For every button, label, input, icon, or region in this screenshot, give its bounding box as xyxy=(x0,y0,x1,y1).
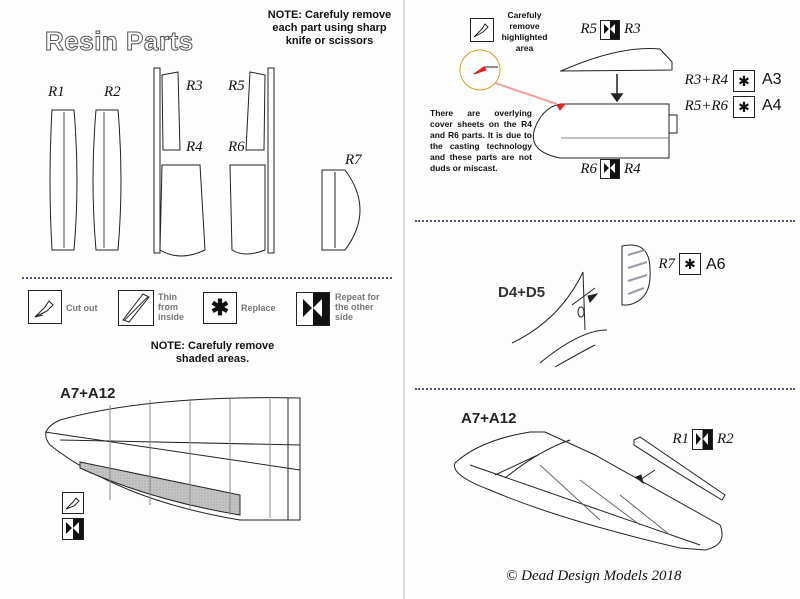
repeat-other-side-icon xyxy=(62,518,84,540)
part-r4 xyxy=(159,164,206,257)
asterisk-icon: ✱ xyxy=(203,292,237,324)
pair-top-left: R5 xyxy=(580,21,597,37)
replace-target-a4: A4 xyxy=(762,97,782,114)
note-shaded-areas: NOTE: Carefuly remove shaded areas. xyxy=(150,340,275,365)
divider-left xyxy=(22,277,392,279)
wing-pair-right: R2 xyxy=(717,431,734,447)
legend-label-repeat: Repeat for the other side xyxy=(335,292,380,322)
knife-icon xyxy=(62,492,84,514)
knife-icon xyxy=(28,290,62,324)
tail-replace-target: A6 xyxy=(706,256,726,273)
part-label-r1: R1 xyxy=(48,84,65,100)
cover-sheet-info: There are overlying cover sheets on the … xyxy=(430,108,532,173)
part-r1r2-drawing xyxy=(633,436,726,501)
part-r3 xyxy=(153,67,181,254)
wing-left-drawing xyxy=(44,397,301,521)
tail-replace-part: R7 xyxy=(658,256,675,272)
asterisk-icon: ✱ xyxy=(679,253,701,275)
tail-label: D4+D5 xyxy=(498,284,546,301)
wing-right-drawing xyxy=(453,431,723,551)
repeat-other-side-icon xyxy=(296,292,330,326)
part-r7-rudder xyxy=(621,244,651,306)
part-label-r2: R2 xyxy=(104,84,121,100)
canopy-top-drawing xyxy=(559,48,673,72)
replace-target-a3: A3 xyxy=(762,71,782,88)
wing-left-label: A7+A12 xyxy=(60,385,116,402)
part-label-r5: R5 xyxy=(228,78,245,94)
divider-right-2 xyxy=(415,388,795,390)
part-label-r6: R6 xyxy=(228,139,245,155)
knife-icon xyxy=(470,18,494,42)
part-r2 xyxy=(92,109,122,251)
replace-parts-1: R3+R4 xyxy=(684,72,728,88)
pair-bottom-right: R4 xyxy=(624,161,641,177)
replace-parts-2: R5+R6 xyxy=(684,98,728,114)
repeat-other-side-icon xyxy=(600,159,620,179)
part-r6 xyxy=(229,164,266,255)
part-label-r4: R4 xyxy=(186,139,203,155)
asterisk-icon: ✱ xyxy=(733,70,755,92)
repeat-other-side-icon xyxy=(692,429,713,450)
legend-label-cut-out: Cut out xyxy=(66,303,98,313)
part-label-r3: R3 xyxy=(186,78,203,94)
highlight-caption: Carefuly remove highlighted area xyxy=(501,10,548,53)
wing-pair-left: R1 xyxy=(672,431,689,447)
pair-top-right: R3 xyxy=(624,21,641,37)
arrow-down xyxy=(610,74,624,103)
part-r7 xyxy=(321,169,361,251)
repeat-other-side-icon xyxy=(600,20,620,40)
asterisk-icon: ✱ xyxy=(733,96,755,118)
part-r5 xyxy=(245,67,275,254)
part-label-r7: R7 xyxy=(345,152,362,168)
part-r1 xyxy=(49,109,78,251)
note-remove-parts: NOTE: Carefuly remove each part using sh… xyxy=(267,9,392,47)
magnifier-highlight xyxy=(459,49,558,105)
pair-bottom-left: R6 xyxy=(580,161,597,177)
tail-fin-drawing xyxy=(511,271,608,368)
divider-right-1 xyxy=(415,220,795,222)
legend-label-thin: Thin from inside xyxy=(158,292,185,322)
wing-right-label: A7+A12 xyxy=(461,410,517,427)
hatch-icon xyxy=(118,290,154,326)
canopy-bottom-drawing xyxy=(532,103,678,159)
copyright: © Dead Design Models 2018 xyxy=(506,568,682,584)
legend-label-replace: Replace xyxy=(241,303,276,313)
section-title-resin-parts: Resin Parts xyxy=(45,26,194,57)
